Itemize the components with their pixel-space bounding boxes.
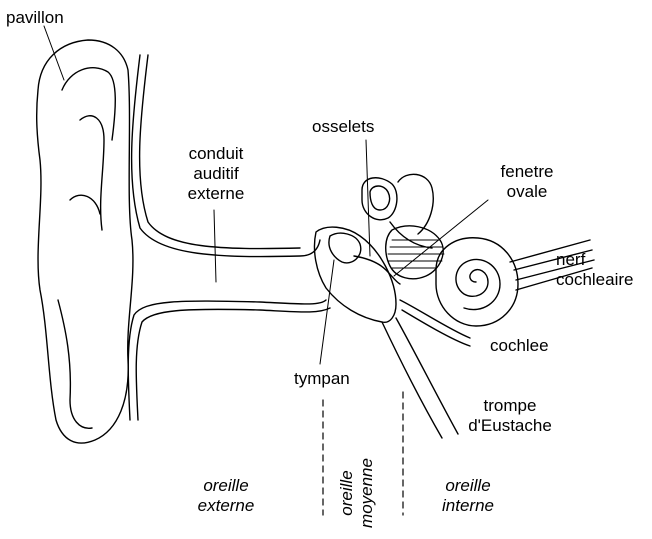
region-oreille-externe: oreille externe (180, 476, 272, 516)
label-trompe-eustache: trompe d'Eustache (460, 396, 560, 436)
label-nerf-line2: cochleaire (556, 270, 634, 290)
conduit-leader (214, 210, 216, 282)
tympanum-outline (314, 227, 396, 322)
canal-lower-wall (128, 300, 326, 420)
label-osselets: osselets (312, 117, 374, 137)
label-pavillon: pavillon (6, 8, 64, 28)
label-trompe-line2: d'Eustache (460, 416, 560, 436)
label-conduit-line2: auditif (168, 164, 264, 184)
label-conduit-line1: conduit (168, 144, 264, 164)
label-nerf-line1: nerf (556, 250, 634, 270)
region-moyenne-line2: moyenne (357, 448, 377, 538)
region-interne-line1: oreille (422, 476, 514, 496)
region-interne-line2: interne (422, 496, 514, 516)
label-fenetre-line1: fenetre (482, 162, 572, 182)
region-externe-line2: externe (180, 496, 272, 516)
pinna-outline (37, 40, 133, 443)
label-conduit-line3: externe (168, 184, 264, 204)
cochlea-spiral (456, 259, 500, 309)
osselets-leader (366, 140, 370, 256)
region-oreille-moyenne: oreille moyenne (337, 448, 377, 538)
semicircular-canals (362, 174, 433, 248)
cochlea-shell (436, 238, 518, 326)
label-nerf-cochleaire: nerf cochleaire (556, 250, 634, 290)
label-conduit-auditif-externe: conduit auditif externe (168, 144, 264, 204)
label-cochlee: cochlee (490, 336, 549, 356)
label-trompe-line1: trompe (460, 396, 560, 416)
pavillon-leader (44, 26, 64, 80)
label-fenetre-ovale: fenetre ovale (482, 162, 572, 202)
label-fenetre-line2: ovale (482, 182, 572, 202)
label-tympan: tympan (294, 369, 350, 389)
region-externe-line1: oreille (180, 476, 272, 496)
ossicles (329, 233, 400, 284)
vestibule (386, 226, 443, 279)
region-oreille-interne: oreille interne (422, 476, 514, 516)
pinna-inner-fold (58, 68, 115, 429)
tympan-leader (320, 260, 334, 364)
region-moyenne-line1: oreille (337, 448, 357, 538)
